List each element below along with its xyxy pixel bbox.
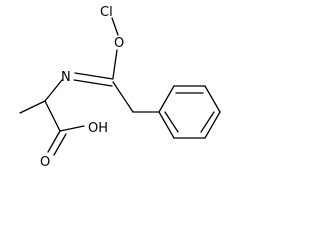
atom-label-oh: OH	[88, 121, 108, 136]
ring-bond-4	[204, 111, 221, 139]
bond-carboxyl-o-double-1	[47, 130, 61, 153]
atom-label-cl: Cl	[100, 5, 113, 20]
atom-label-o-carbonyl: O	[40, 155, 50, 170]
bond-n-calpha	[44, 79, 63, 102]
bond-c-n-double-1	[74, 72, 114, 80]
bond-cl-o	[111, 17, 119, 36]
bond-carboxyl-oh	[59, 125, 85, 132]
bond-carboxyl-o-double-2	[53, 133, 67, 156]
atom-label-n: N	[61, 70, 71, 85]
bond-c-n-double-2	[73, 79, 113, 87]
ring-inner-bond-3	[164, 111, 179, 133]
ring-inner-bond-2	[200, 111, 215, 133]
chemical-structure-diagram: Cl O N OH O	[19, 5, 221, 170]
atom-label-o-ester: O	[114, 36, 124, 51]
ring-bond-6	[158, 111, 175, 139]
bond-o-c-imidate	[112, 49, 118, 79]
bond-calpha-methyl	[19, 100, 46, 114]
ring-bond-3	[204, 85, 221, 113]
bond-calpha-carboxyl	[44, 100, 61, 132]
bond-imidate-ch2	[112, 81, 134, 113]
ring-bond-1	[158, 85, 175, 113]
